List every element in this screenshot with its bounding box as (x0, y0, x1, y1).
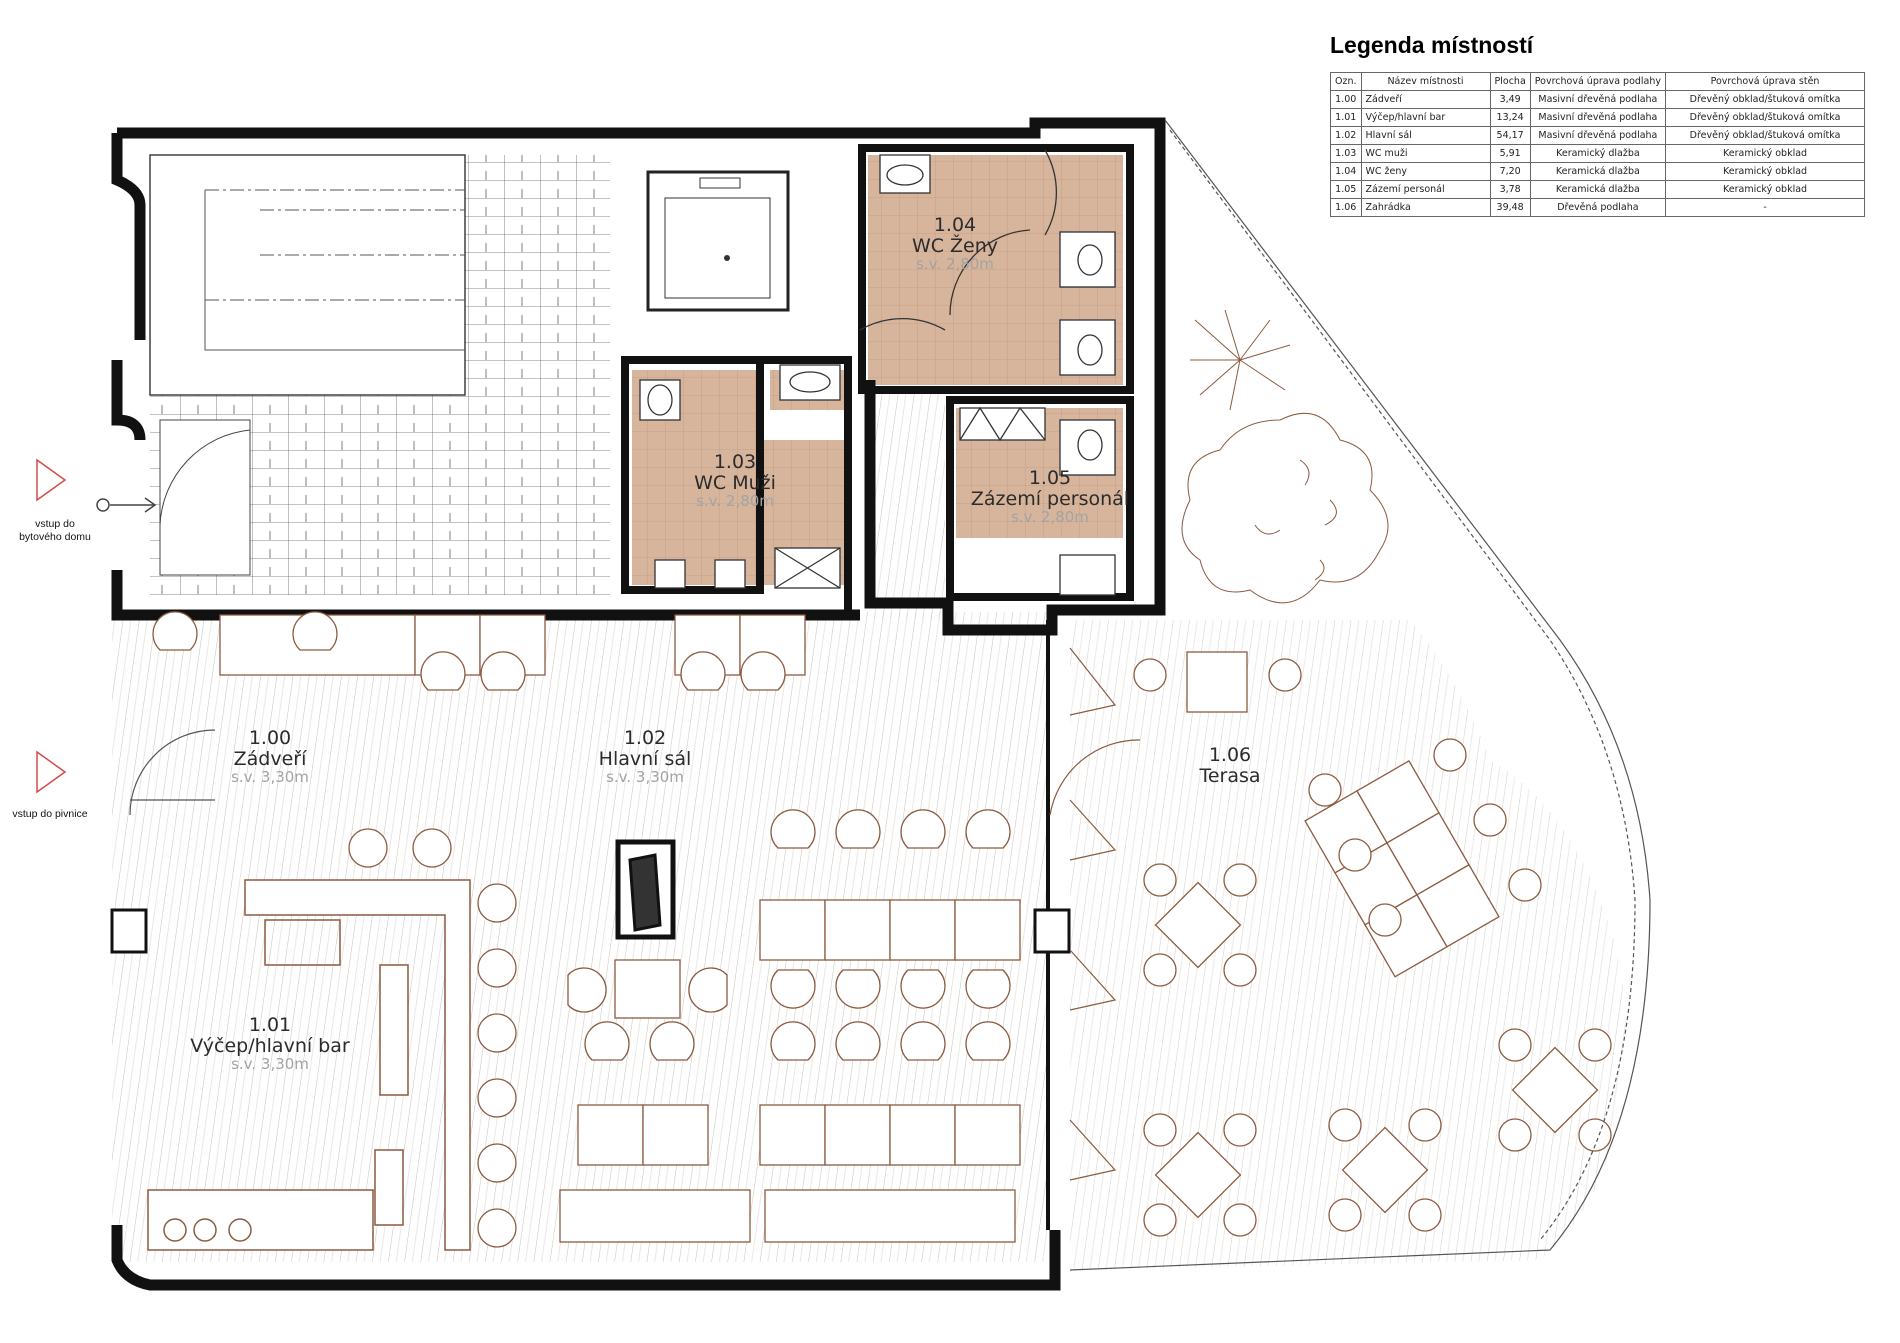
legend-cell: 39,48 (1489, 198, 1531, 217)
legend-cell: Masivní dřevěná podlaha (1529, 90, 1667, 109)
entry-label-line: bytového domu (19, 531, 91, 544)
legend-header: Povrchová úprava podlahy (1529, 72, 1667, 91)
legend-cell: 5,91 (1489, 144, 1531, 163)
room-code: 1.02 (623, 727, 667, 749)
entry-label-line: vstup do pivnice (12, 808, 88, 820)
room-label-1-00: 1.00 Zádveří s.v. 3,30m (215, 728, 325, 785)
legend-cell: 1.04 (1330, 162, 1362, 181)
table-row: 1.02 Hlavní sál 54,17 Masivní dřevěná po… (1330, 126, 1866, 145)
legend-cell: 54,17 (1489, 126, 1531, 145)
room-code: 1.00 (248, 727, 292, 749)
table-row: 1.00 Zádveří 3,49 Masivní dřevěná podlah… (1330, 90, 1866, 109)
room-label-1-01: 1.01 Výčep/hlavní bar s.v. 3,30m (170, 1015, 370, 1072)
room-label-1-06: 1.06 Terasa (1180, 745, 1280, 786)
room-label-1-03: 1.03 WC Muži s.v. 2,80m (680, 452, 790, 509)
vestibule-door (129, 729, 216, 816)
table-row: 1.06 Zahrádka 39,48 Dřevěná podlaha - (1330, 198, 1866, 217)
legend-cell: 7,20 (1489, 162, 1531, 181)
room-name: Zázemí personál (970, 487, 1130, 510)
legend-header: Ozn. (1330, 72, 1362, 91)
entry-label-line: vstup do (35, 518, 75, 530)
legend-cell: - (1665, 198, 1866, 217)
legend-cell: 1.02 (1330, 126, 1362, 145)
legend-cell: 1.00 (1330, 90, 1362, 109)
terrace-furniture (1133, 651, 1612, 1237)
legend-cell: 1.05 (1330, 180, 1362, 199)
room-name: Hlavní sál (598, 747, 692, 770)
legend-cell: Masivní dřevěná podlaha (1529, 126, 1667, 145)
room-name: Výčep/hlavní bar (190, 1034, 350, 1057)
legend-cell: Dřevěný obklad/štuková omítka (1665, 126, 1866, 145)
terrace-boundary (1049, 119, 1651, 1271)
legend-cell: Dřevěná podlaha (1529, 198, 1667, 217)
room-code: 1.03 (713, 451, 757, 473)
legend-cell: 1.01 (1330, 108, 1362, 127)
table-row: 1.04 WC ženy 7,20 Keramická dlažba Keram… (1330, 162, 1866, 181)
bar-counter (147, 879, 471, 1251)
walls (111, 117, 1166, 1291)
interior-furniture (152, 611, 1021, 1243)
legend-cell: 13,24 (1489, 108, 1531, 127)
entry-label-residential: vstup do bytového domu (0, 518, 110, 544)
legend-cell: Dřevěný obklad/štuková omítka (1665, 90, 1866, 109)
entry-arrows (36, 458, 157, 794)
legend-header: Povrchová úprava stěn (1665, 72, 1866, 91)
room-name: WC Ženy (911, 234, 999, 257)
table-row: 1.01 Výčep/hlavní bar 13,24 Masivní dřev… (1330, 108, 1866, 127)
room-legend-table: Ozn. Název místnosti Plocha Povrchová úp… (1330, 72, 1866, 217)
legend-header-row: Ozn. Název místnosti Plocha Povrchová úp… (1330, 72, 1866, 91)
legend-cell: WC muži (1360, 144, 1491, 163)
staircase (149, 154, 610, 595)
room-code: 1.01 (248, 1014, 292, 1036)
table-row: 1.03 WC muži 5,91 Keramický dlažba Keram… (1330, 144, 1866, 163)
table-row: 1.05 Zázemí personál 3,78 Keramická dlaž… (1330, 180, 1866, 199)
legend-cell: Dřevěný obklad/štuková omítka (1665, 108, 1866, 127)
legend-cell: Keramický obklad (1665, 162, 1866, 181)
room-height: s.v. 3,30m (231, 768, 309, 787)
columns (110, 839, 1071, 954)
legend-cell: Keramický obklad (1665, 180, 1866, 199)
tree (1181, 309, 1389, 604)
room-label-1-04: 1.04 WC Ženy s.v. 2,80m (900, 215, 1010, 272)
room-height: s.v. 2,80m (1011, 508, 1089, 527)
legend-cell: Výčep/hlavní bar (1360, 108, 1491, 127)
legend-cell: Keramický dlažba (1529, 144, 1667, 163)
entry-label-pub: vstup do pivnice (0, 808, 100, 821)
room-code: 1.06 (1208, 744, 1252, 766)
sanitary-fixtures (639, 149, 1116, 596)
legend-cell: 3,78 (1489, 180, 1531, 199)
legend-cell: Zádveří (1360, 90, 1491, 109)
room-code: 1.04 (933, 214, 977, 236)
room-height: s.v. 2,80m (696, 492, 774, 511)
room-name: Zádveří (233, 747, 307, 770)
legend-cell: Keramická dlažba (1529, 162, 1667, 181)
legend-cell: Zázemí personál (1360, 180, 1491, 199)
legend-cell: Zahrádka (1360, 198, 1491, 217)
room-name: WC Muži (694, 471, 776, 494)
room-height: s.v. 3,30m (606, 768, 684, 787)
legend-cell: 3,49 (1489, 90, 1531, 109)
legend-title: Legenda místností (1330, 32, 1534, 58)
room-name: Terasa (1199, 764, 1261, 787)
legend-cell: Keramická dlažba (1529, 180, 1667, 199)
room-height: s.v. 2,80m (916, 255, 994, 274)
legend-cell: 1.03 (1330, 144, 1362, 163)
legend-cell: 1.06 (1330, 198, 1362, 217)
legend-header: Název místnosti (1360, 72, 1491, 91)
legend-cell: WC ženy (1360, 162, 1491, 181)
legend-cell: Hlavní sál (1360, 126, 1491, 145)
room-height: s.v. 3,30m (231, 1055, 309, 1074)
lift-shaft (646, 170, 790, 312)
bar-stools (348, 828, 517, 1248)
legend-cell: Masivní dřevěná podlaha (1529, 108, 1667, 127)
legend-cell: Keramický obklad (1665, 144, 1866, 163)
room-label-1-02: 1.02 Hlavní sál s.v. 3,30m (580, 728, 710, 785)
legend-header: Plocha (1489, 72, 1531, 91)
room-code: 1.05 (1028, 467, 1072, 489)
room-label-1-05: 1.05 Zázemí personál s.v. 2,80m (955, 468, 1145, 525)
